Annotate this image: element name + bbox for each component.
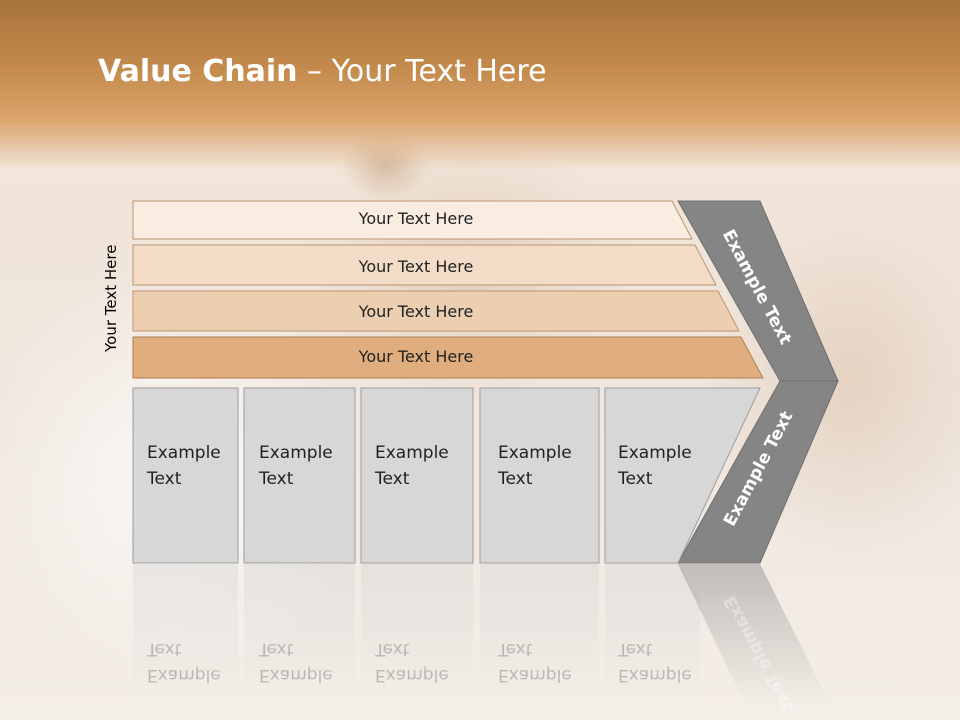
box-4-shape [479, 387, 600, 564]
box-3-label: Example Text [375, 440, 449, 492]
box-1-label: Example Text [147, 440, 221, 492]
title-rest: – Your Text Here [297, 54, 547, 89]
box-1-line2: Text [147, 469, 182, 489]
box-3-shape [360, 387, 474, 564]
reflection [133, 564, 830, 704]
box-2-shape [243, 387, 356, 564]
box-3-line2: Text [375, 469, 410, 489]
box-5-shape [604, 387, 761, 564]
box-4-line1: Example [498, 443, 572, 463]
slide-title: Value Chain – Your Text Here [98, 54, 547, 89]
box-2-line2: Text [259, 469, 294, 489]
row-1-shape [132, 200, 693, 240]
box-5-label: Example Text [618, 440, 692, 492]
box-1-shape [132, 387, 239, 564]
row-2-label: Your Text Here [358, 257, 474, 276]
row-3-label: Your Text Here [358, 302, 474, 321]
box-2-line1: Example [259, 443, 333, 463]
chevron-bottom-shape [677, 380, 839, 564]
box-3-line1: Example [375, 443, 449, 463]
row-4-shape [132, 336, 764, 379]
row-4-label: Your Text Here [358, 347, 474, 366]
row-1-label: Your Text Here [358, 209, 474, 228]
box-4-label: Example Text [498, 440, 572, 492]
title-bold: Value Chain [98, 54, 298, 89]
box-4-line2: Text [498, 469, 533, 489]
row-3-shape [132, 290, 740, 332]
box-1-line1: Example [147, 443, 221, 463]
box-2-label: Example Text [259, 440, 333, 492]
box-5-line2: Text [618, 469, 653, 489]
row-2-shape [132, 244, 717, 286]
title-band [0, 0, 960, 170]
box-5-line1: Example [618, 443, 692, 463]
